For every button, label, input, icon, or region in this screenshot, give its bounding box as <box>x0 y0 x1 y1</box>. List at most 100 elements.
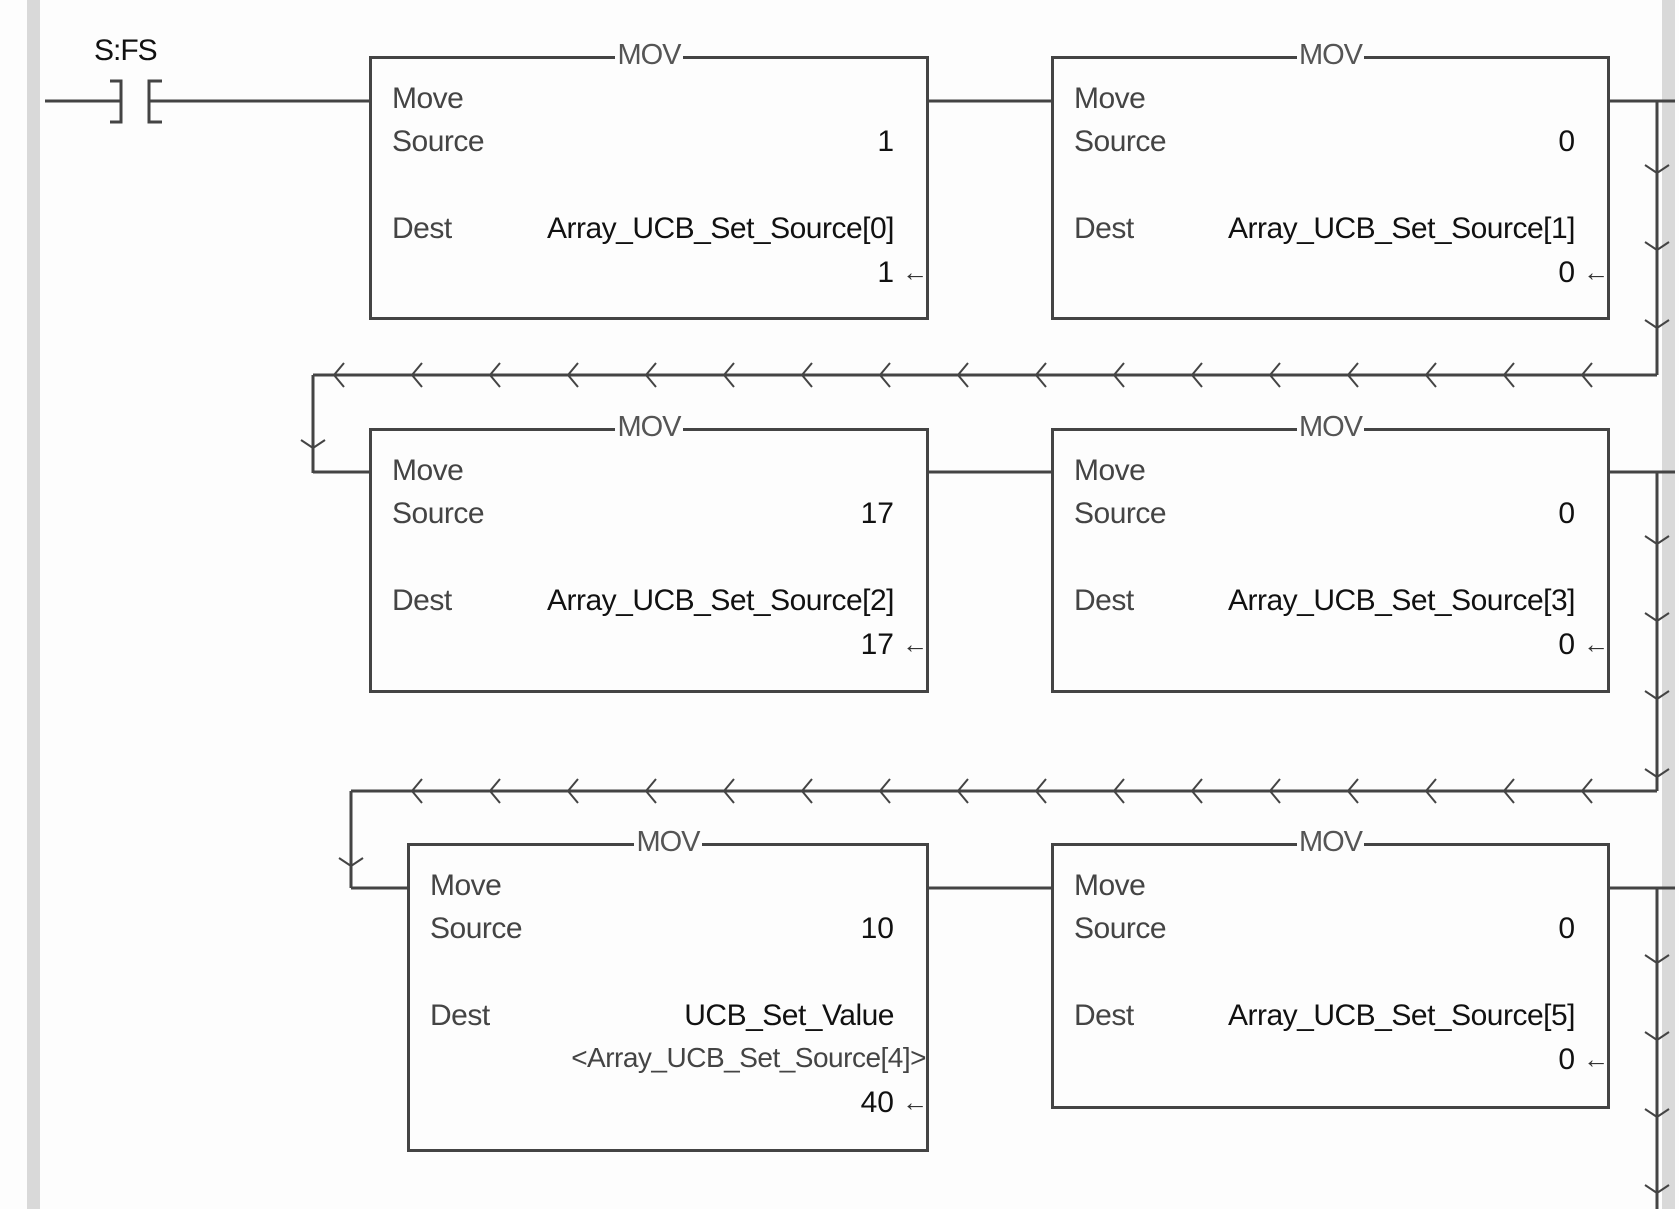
dest-tag[interactable]: Array_UCB_Set_Source[0] <box>546 212 895 245</box>
flow-arrow-left-icon <box>410 778 423 804</box>
dest-label: Dest <box>1074 999 1134 1032</box>
mov-instruction-5[interactable]: MOV Move Source 10 Dest UCB_Set_Value <A… <box>407 826 929 1152</box>
flow-arrow-down-icon <box>338 857 364 868</box>
flow-arrow-left-icon <box>566 362 579 388</box>
flow-arrow-down-icon <box>1644 164 1670 175</box>
source-label: Source <box>1074 125 1167 158</box>
mov-name-label: Move <box>1074 454 1146 487</box>
dest-tag[interactable]: Array_UCB_Set_Source[3] <box>1227 584 1576 617</box>
value-arrow-icon: ← <box>1583 1044 1609 1074</box>
source-label: Source <box>1074 912 1167 945</box>
flow-arrow-down-icon <box>1644 954 1670 965</box>
flow-arrow-left-icon <box>332 362 345 388</box>
mov-name-label: Move <box>430 869 502 902</box>
flow-arrow-left-icon <box>1346 362 1359 388</box>
flow-arrow-down-icon <box>1644 768 1670 779</box>
mov-name-label: Move <box>392 82 464 115</box>
dest-value: 17 <box>860 628 894 661</box>
mov-instruction-4[interactable]: MOV Move Source 0 Dest Array_UCB_Set_Sou… <box>1051 411 1610 693</box>
mov-mnemonic: MOV <box>634 826 702 858</box>
flow-arrow-down-icon <box>1644 612 1670 623</box>
flow-arrow-left-icon <box>878 778 891 804</box>
flow-arrow-down-icon <box>1644 535 1670 546</box>
mov-mnemonic: MOV <box>1296 826 1365 858</box>
flow-arrow-down-icon <box>1644 1184 1670 1195</box>
source-label: Source <box>392 497 485 530</box>
flow-arrow-down-icon <box>300 439 326 450</box>
mov-instruction-6[interactable]: MOV Move Source 0 Dest Array_UCB_Set_Sou… <box>1051 826 1610 1109</box>
source-value[interactable]: 0 <box>1558 497 1575 530</box>
source-value[interactable]: 0 <box>1558 125 1575 158</box>
value-arrow-icon: ← <box>902 257 928 287</box>
dest-value: 0 <box>1558 1043 1575 1076</box>
dest-tag[interactable]: UCB_Set_Value <box>684 999 894 1032</box>
source-value[interactable]: 0 <box>1558 912 1575 945</box>
source-label: Source <box>1074 497 1167 530</box>
mov-name-label: Move <box>1074 869 1146 902</box>
flow-arrow-left-icon <box>1190 362 1203 388</box>
flow-arrow-left-icon <box>878 362 891 388</box>
flow-arrow-left-icon <box>1112 778 1125 804</box>
value-arrow-icon: ← <box>1583 629 1609 659</box>
source-label: Source <box>392 125 485 158</box>
mov-mnemonic: MOV <box>1296 411 1365 443</box>
flow-arrow-left-icon <box>956 362 969 388</box>
dest-alias: <Array_UCB_Set_Source[4]> <box>571 1042 926 1073</box>
dest-tag[interactable]: Array_UCB_Set_Source[5] <box>1227 999 1576 1032</box>
dest-value: 40 <box>860 1086 894 1119</box>
right-power-rail <box>1662 0 1675 1209</box>
source-value[interactable]: 1 <box>877 125 894 158</box>
flow-arrow-left-icon <box>1190 778 1203 804</box>
flow-arrow-left-icon <box>1502 362 1515 388</box>
dest-label: Dest <box>430 999 490 1032</box>
mov-instruction-3[interactable]: MOV Move Source 17 Dest Array_UCB_Set_So… <box>369 411 929 693</box>
flow-arrow-down-icon <box>1644 1031 1670 1042</box>
flow-arrow-left-icon <box>722 778 735 804</box>
flow-arrow-left-icon <box>1034 778 1047 804</box>
dest-value: 1 <box>877 256 894 289</box>
flow-arrow-down-icon <box>1644 1108 1670 1119</box>
flow-arrow-down-icon <box>1644 690 1670 701</box>
mov-name-label: Move <box>392 454 464 487</box>
flow-arrow-left-icon <box>722 362 735 388</box>
left-power-rail <box>27 0 40 1209</box>
flow-arrow-left-icon <box>1580 362 1593 388</box>
flow-arrow-left-icon <box>800 778 813 804</box>
flow-arrow-down-icon <box>1644 319 1670 330</box>
flow-arrow-left-icon <box>1268 362 1281 388</box>
dest-value: 0 <box>1558 628 1575 661</box>
flow-arrow-left-icon <box>1424 778 1437 804</box>
dest-label: Dest <box>1074 584 1134 617</box>
mov-name-label: Move <box>1074 82 1146 115</box>
source-value[interactable]: 10 <box>860 912 894 945</box>
mov-instruction-1[interactable]: MOV Move Source 1 Dest Array_UCB_Set_Sou… <box>369 39 929 320</box>
flow-arrow-left-icon <box>800 362 813 388</box>
flow-arrow-left-icon <box>644 778 657 804</box>
source-value[interactable]: 17 <box>860 497 894 530</box>
value-arrow-icon: ← <box>902 1087 928 1117</box>
dest-tag[interactable]: Array_UCB_Set_Source[2] <box>546 584 895 617</box>
mov-mnemonic: MOV <box>615 39 683 71</box>
flow-arrow-left-icon <box>488 362 501 388</box>
mov-instruction-2[interactable]: MOV Move Source 0 Dest Array_UCB_Set_Sou… <box>1051 39 1610 320</box>
dest-value: 0 <box>1558 256 1575 289</box>
source-label: Source <box>430 912 523 945</box>
flow-arrow-left-icon <box>488 778 501 804</box>
flow-arrow-left-icon <box>410 362 423 388</box>
dest-label: Dest <box>392 584 452 617</box>
flow-arrow-down-icon <box>1644 241 1670 252</box>
flow-arrow-left-icon <box>1268 778 1281 804</box>
flow-arrow-left-icon <box>956 778 969 804</box>
dest-tag[interactable]: Array_UCB_Set_Source[1] <box>1227 212 1576 245</box>
contact-tag-label[interactable]: S:FS <box>94 34 158 67</box>
mov-mnemonic: MOV <box>1296 39 1365 71</box>
value-arrow-icon: ← <box>902 629 928 659</box>
flow-arrow-left-icon <box>1580 778 1593 804</box>
flow-arrow-left-icon <box>1346 778 1359 804</box>
mov-mnemonic: MOV <box>615 411 683 443</box>
flow-arrow-left-icon <box>566 778 579 804</box>
value-arrow-icon: ← <box>1583 257 1609 287</box>
flow-arrow-left-icon <box>1424 362 1437 388</box>
dest-label: Dest <box>1074 212 1134 245</box>
